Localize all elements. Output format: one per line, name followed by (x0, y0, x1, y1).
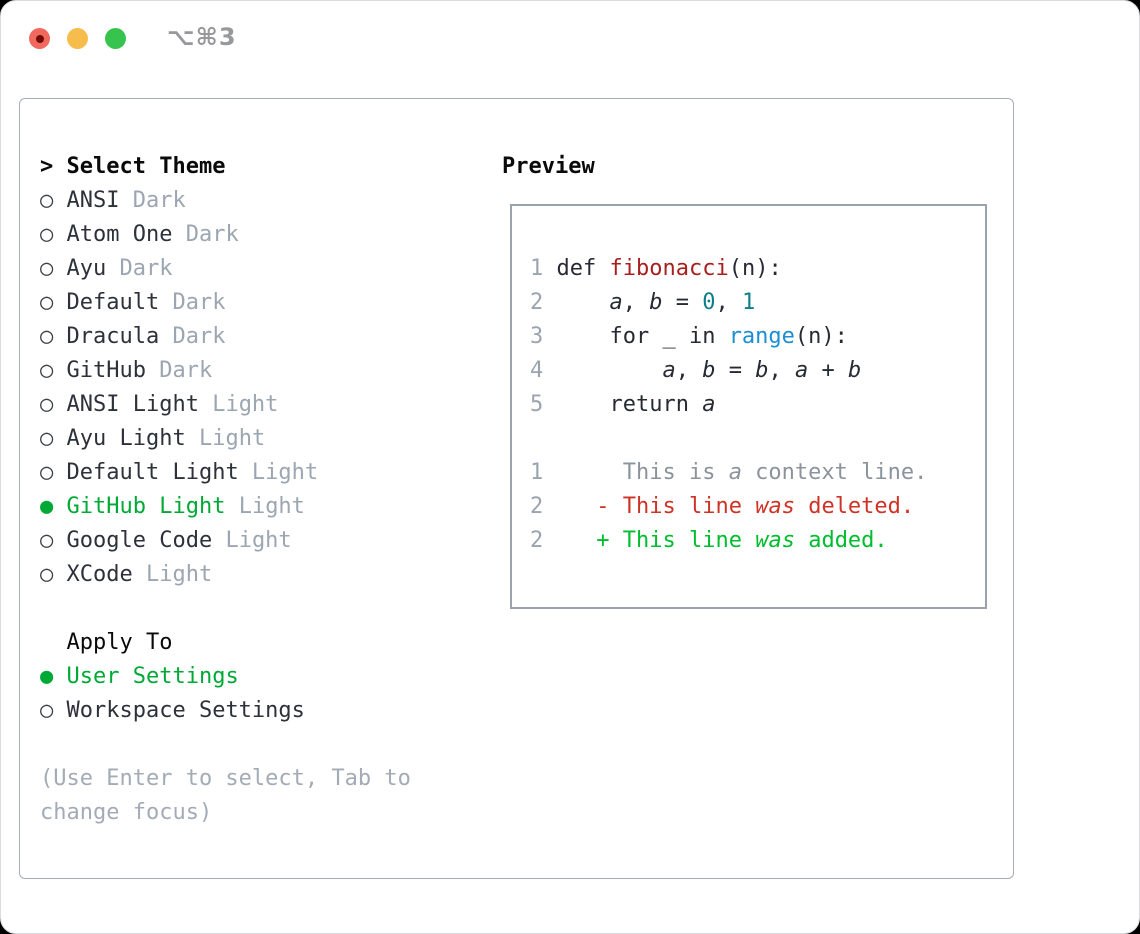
spacer (530, 422, 985, 456)
radio-unselected-icon: ○ (40, 698, 67, 723)
item-label: Dracula (66, 324, 160, 349)
item-variant-tag: Dark (159, 324, 226, 349)
apply-to-option[interactable]: ● User Settings (40, 660, 411, 694)
theme-list-item[interactable]: ○ XCode Light (40, 558, 411, 592)
help-text-line1: (Use Enter to select, Tab to (40, 766, 411, 791)
preview-header: Preview (502, 154, 595, 179)
radio-unselected-icon: ○ (40, 222, 67, 247)
preview-code-line: 3 for _ in range(n): (530, 324, 848, 349)
preview-code-line: 4 a, b = b, a + b (530, 358, 862, 383)
item-label: Ayu Light (66, 426, 186, 451)
item-label: GitHub Light (66, 494, 226, 519)
theme-list-item[interactable]: ● GitHub Light Light (40, 490, 411, 524)
theme-list-item[interactable]: ○ Ayu Light Light (40, 422, 411, 456)
item-variant-tag: Dark (159, 290, 226, 315)
item-label: Atom One (66, 222, 173, 247)
item-variant-tag: Dark (106, 256, 173, 281)
window-shortcut-label: ⌥⌘3 (167, 23, 237, 51)
preview-box: 1 def fibonacci(n): 2 a, b = 0, 1 3 for _ … (510, 204, 987, 609)
line-number: 1 (530, 460, 557, 485)
item-label: ANSI (66, 188, 120, 213)
prompt-caret-icon: > (40, 154, 54, 179)
item-label: Default Light (66, 460, 239, 485)
item-variant-tag: Light (185, 426, 266, 451)
preview-diff-line: 2 + This line was added. (530, 528, 888, 553)
line-number: 2 (530, 290, 557, 315)
radio-unselected-icon: ○ (40, 358, 67, 383)
radio-unselected-icon: ○ (40, 426, 67, 451)
item-variant-tag: Light (225, 494, 305, 519)
apply-to-list: ● User Settings○ Workspace Settings (40, 660, 411, 728)
close-button[interactable] (29, 28, 50, 49)
radio-unselected-icon: ○ (40, 256, 67, 281)
line-number: 2 (530, 528, 557, 553)
item-variant-tag: Light (132, 562, 213, 587)
apply-to-header: Apply To (66, 630, 173, 655)
item-variant-tag: Dark (172, 222, 239, 247)
theme-list-item[interactable]: ○ ANSI Light Light (40, 388, 411, 422)
radio-unselected-icon: ○ (40, 324, 67, 349)
item-label: Default (66, 290, 160, 315)
preview-code-line: 2 a, b = 0, 1 (530, 290, 756, 315)
item-label: ANSI Light (66, 392, 199, 417)
minimize-button[interactable] (67, 28, 88, 49)
theme-picker-panel: > Select Theme ○ ANSI Dark○ Atom One Dar… (19, 98, 1014, 879)
item-label: XCode (66, 562, 133, 587)
preview-diff-line: 1 This is a context line. (530, 460, 928, 485)
theme-list-item[interactable]: ○ Default Light Light (40, 456, 411, 490)
item-variant-tag: Light (238, 460, 319, 485)
item-label: GitHub (66, 358, 146, 383)
theme-list-item[interactable]: ○ Google Code Light (40, 524, 411, 558)
theme-list-item[interactable]: ○ GitHub Dark (40, 354, 411, 388)
spacer (40, 728, 411, 762)
theme-list-item[interactable]: ○ Atom One Dark (40, 218, 411, 252)
line-number: 2 (530, 494, 557, 519)
theme-list-item[interactable]: ○ ANSI Dark (40, 184, 411, 218)
theme-list-header: > Select Theme (40, 150, 411, 184)
radio-unselected-icon: ○ (40, 460, 67, 485)
item-label: User Settings (66, 664, 239, 689)
radio-unselected-icon: ○ (40, 392, 67, 417)
line-number: 4 (530, 358, 557, 383)
line-number: 3 (530, 324, 557, 349)
preview-diff-line: 2 - This line was deleted. (530, 494, 915, 519)
item-label: Workspace Settings (66, 698, 305, 723)
theme-list-item[interactable]: ○ Ayu Dark (40, 252, 411, 286)
preview-code-line: 5 return a (530, 392, 716, 417)
item-label: Google Code (66, 528, 213, 553)
help-text-line2: change focus) (40, 800, 213, 825)
item-variant-tag: Light (212, 528, 292, 553)
theme-list-column: > Select Theme ○ ANSI Dark○ Atom One Dar… (40, 150, 411, 830)
line-number: 5 (530, 392, 557, 417)
radio-unselected-icon: ○ (40, 528, 67, 553)
apply-to-option[interactable]: ○ Workspace Settings (40, 694, 411, 728)
item-label: Ayu (66, 256, 107, 281)
spacer (40, 592, 411, 626)
theme-list-item[interactable]: ○ Default Dark (40, 286, 411, 320)
radio-selected-icon: ● (40, 494, 67, 519)
radio-unselected-icon: ○ (40, 562, 67, 587)
theme-list-title: Select Theme (66, 154, 226, 179)
theme-list-item[interactable]: ○ Dracula Dark (40, 320, 411, 354)
radio-selected-icon: ● (40, 664, 67, 689)
zoom-button[interactable] (105, 28, 126, 49)
line-number: 1 (530, 256, 557, 281)
radio-unselected-icon: ○ (40, 188, 67, 213)
theme-list: ○ ANSI Dark○ Atom One Dark○ Ayu Dark○ De… (40, 184, 411, 592)
item-variant-tag: Dark (145, 358, 213, 383)
preview-code-line: 1 def fibonacci(n): (530, 256, 782, 281)
radio-unselected-icon: ○ (40, 290, 67, 315)
item-variant-tag: Light (198, 392, 279, 417)
item-variant-tag: Dark (119, 188, 186, 213)
close-dot-icon (35, 34, 44, 43)
